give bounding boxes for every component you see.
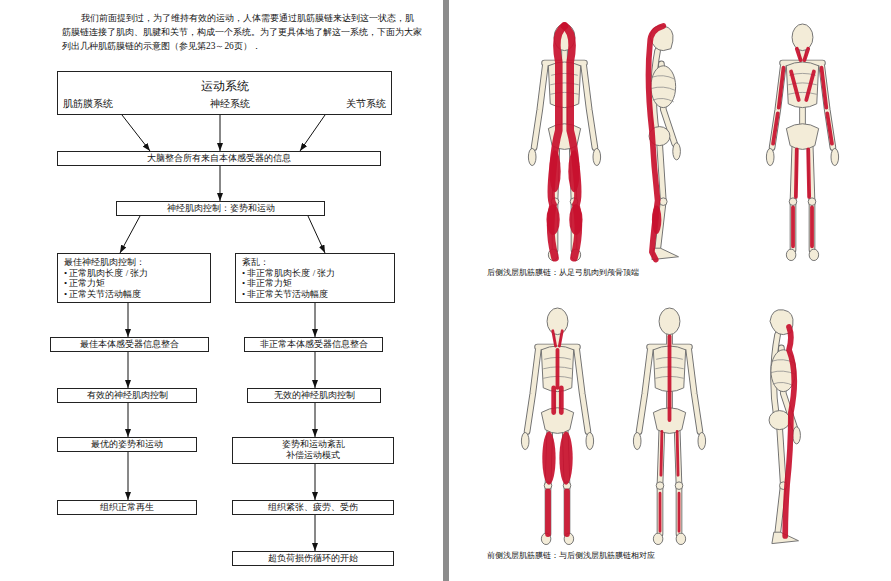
page-gutter <box>443 0 449 581</box>
box-text: 大脑整合所有来自本体感受器的信息 <box>62 153 376 164</box>
flow-arrow <box>315 303 316 337</box>
process-box: 大脑整合所有来自本体感受器的信息 <box>57 151 381 166</box>
box-text: 有效的神经肌肉控制 <box>62 390 192 401</box>
box-text: 组织紧张、疲劳、受伤 <box>237 502 389 513</box>
abdominal-muscle <box>554 388 562 413</box>
leg-band <box>660 432 679 532</box>
spinal-band <box>668 337 672 421</box>
skeleton-front-view <box>521 308 593 545</box>
subsystem-label: 肌筋膜系统 <box>63 97 113 110</box>
flow-arrow <box>128 303 129 337</box>
flow-arrow <box>122 115 150 151</box>
box-text: 超负荷损伤循环的开始 <box>237 553 389 564</box>
skeleton <box>766 24 838 261</box>
subsystem-row: 肌筋膜系统 神经系统 关节系统 <box>63 97 386 110</box>
sternal-band <box>556 350 560 388</box>
skeleton-front-view <box>766 24 838 261</box>
box-text: 无效的神经肌肉控制 <box>252 390 376 401</box>
box-text: 最优的姿势和运动 <box>62 439 192 450</box>
box-text: 神经肌肉控制：姿势和运动 <box>121 203 320 214</box>
flow-arrow <box>315 515 316 551</box>
hamstring <box>549 150 560 192</box>
process-box: 神经肌肉控制：姿势和运动 <box>116 201 325 216</box>
quadriceps <box>542 432 555 485</box>
system-title: 运动系统 <box>63 78 386 94</box>
box-text: • 正常力矩 <box>64 278 204 289</box>
box-text: • 正常关节活动幅度 <box>64 289 204 300</box>
box-text: • 正常肌肉长度 / 张力 <box>64 268 204 279</box>
box-text: 最佳本体感受器信息整合 <box>55 339 204 350</box>
box-text: 姿势和运动紊乱 <box>237 439 389 450</box>
calf-muscle <box>546 205 559 235</box>
process-box: 组织紧张、疲劳、受伤 <box>232 500 394 515</box>
flow-arrow <box>120 216 140 253</box>
process-box: 非正常本体感受器信息整合 <box>244 337 383 352</box>
box-text: • 非正常力矩 <box>242 278 388 289</box>
skeleton <box>521 308 593 545</box>
box-text: • 非正常关节活动幅度 <box>242 289 388 300</box>
flow-arrow <box>315 403 316 437</box>
figure-caption: 后侧浅层肌筋膜链：从足弓肌肉到颅骨顶端 <box>487 268 639 278</box>
box-text: 补偿运动模式 <box>237 450 389 461</box>
flow-arrow <box>128 452 129 500</box>
calf-muscle <box>652 205 662 234</box>
skeleton <box>649 26 680 260</box>
skeleton-back-view <box>633 308 705 545</box>
system-box: 运动系统肌筋膜系统 神经系统 关节系统 <box>57 71 392 115</box>
muscle-chain <box>785 327 794 536</box>
list-heading: 最佳神经肌肉控制： <box>64 257 204 268</box>
neck-muscle <box>553 331 563 346</box>
process-box: 无效的神经肌肉控制 <box>247 388 381 403</box>
flow-arrow <box>220 115 221 151</box>
process-box: 姿势和运动紊乱补偿运动模式 <box>232 437 394 464</box>
body-paragraph: 我们前面提到过，为了维持有效的运动，人体需要通过肌筋膜链来达到这一状态，肌筋膜链… <box>62 11 422 53</box>
list-heading: 紊乱： <box>242 257 388 268</box>
process-box: 最佳本体感受器信息整合 <box>50 337 209 352</box>
skeleton-side-view <box>648 26 680 260</box>
skeleton <box>769 310 800 544</box>
flow-arrow <box>315 352 316 388</box>
subsystem-label: 神经系统 <box>210 97 250 110</box>
list-box: 最佳神经肌肉控制：• 正常肌肉长度 / 张力• 正常力矩• 正常关节活动幅度 <box>57 253 211 303</box>
flow-arrow <box>315 464 316 500</box>
process-box: 有效的神经肌肉控制 <box>57 388 197 403</box>
quadriceps <box>559 432 572 485</box>
list-box: 紊乱：• 非正常肌肉长度 / 张力• 非正常力矩• 非正常关节活动幅度 <box>235 253 395 303</box>
flow-arrow <box>308 216 325 253</box>
figure-caption: 前侧浅层肌筋膜链：与后侧浅层肌筋膜链相对应 <box>487 551 655 561</box>
process-box: 超负荷损伤循环的开始 <box>232 551 394 566</box>
box-text: • 非正常肌肉长度 / 张力 <box>242 268 388 279</box>
flow-arrow <box>220 166 221 201</box>
box-text: 非正常本体感受器信息整合 <box>249 339 378 350</box>
muscle-chain <box>648 26 663 260</box>
subsystem-label: 关节系统 <box>346 97 386 110</box>
skeleton <box>528 24 600 261</box>
skeleton-side-view <box>769 310 800 544</box>
skeleton-back-view <box>528 24 600 261</box>
flow-arrow <box>128 352 129 388</box>
calf-muscle <box>569 205 582 235</box>
shin-muscle <box>548 491 567 534</box>
hamstring <box>568 150 579 192</box>
flow-arrow <box>128 403 129 437</box>
box-text: 组织正常再生 <box>62 502 192 513</box>
skeleton <box>633 308 705 545</box>
process-box: 组织正常再生 <box>57 500 197 515</box>
muscle-strip <box>773 49 832 247</box>
process-box: 最优的姿势和运动 <box>57 437 197 452</box>
flow-arrow <box>300 115 325 151</box>
